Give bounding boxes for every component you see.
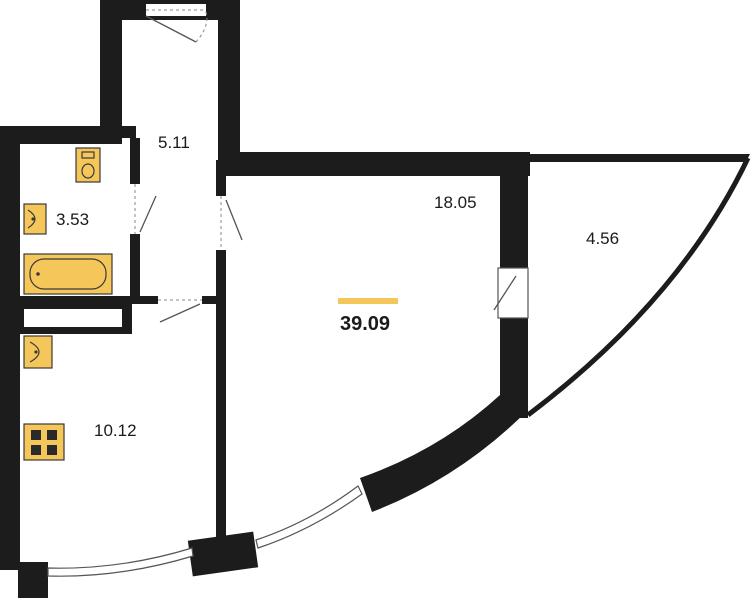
wall-left-outer xyxy=(0,126,20,570)
total-area-accent-bar xyxy=(338,298,398,304)
loggia-door-leaf xyxy=(493,275,517,311)
wall-bathroom-bottom xyxy=(20,296,160,304)
entrance-door-leaf xyxy=(145,15,197,43)
stove-icon xyxy=(23,423,65,461)
room-area-corridor: 5.11 xyxy=(158,133,190,152)
wall-curve-exterior xyxy=(360,395,528,512)
wall-living-right-upper xyxy=(500,160,528,270)
door-loggia-frame xyxy=(497,267,529,319)
room-labels: 5.11 3.53 18.05 4.56 10.12 xyxy=(56,133,619,440)
duct-void xyxy=(24,309,122,327)
kitchen-sink-icon xyxy=(23,335,53,369)
wall-living-top xyxy=(218,152,530,176)
window-kitchen xyxy=(47,547,194,577)
bathroom-sink-icon xyxy=(23,203,47,235)
bathroom-door-leaf xyxy=(139,195,157,233)
living-door-leaf xyxy=(225,199,243,241)
room-area-kitchen: 10.12 xyxy=(94,421,137,440)
kitchen-door-opening xyxy=(158,294,202,306)
wall-loggia-top xyxy=(528,154,750,162)
doors xyxy=(128,4,517,323)
wall-kitchen-right xyxy=(216,160,226,540)
fixtures xyxy=(23,147,113,461)
kitchen-door-leaf xyxy=(159,303,201,323)
room-area-loggia: 4.56 xyxy=(586,229,619,248)
wall-bottom-middle xyxy=(187,531,259,577)
total-area-block: 39.09 xyxy=(338,298,398,335)
wall-corridor-left xyxy=(100,0,122,140)
wall-corridor-right xyxy=(218,0,240,160)
wall-corridor-bottom-right xyxy=(200,296,224,304)
wall-bathroom-top xyxy=(0,126,122,144)
window-living xyxy=(255,485,363,549)
wall-post xyxy=(122,126,136,138)
total-area: 39.09 xyxy=(340,313,390,335)
room-area-living-room: 18.05 xyxy=(434,193,477,212)
wall-bottom-left xyxy=(18,562,48,598)
room-area-bathroom: 3.53 xyxy=(56,210,89,229)
toilet-icon xyxy=(75,147,101,183)
wall-loggia-curve xyxy=(526,156,751,417)
windows xyxy=(47,267,529,577)
bathtub-icon xyxy=(23,253,113,295)
